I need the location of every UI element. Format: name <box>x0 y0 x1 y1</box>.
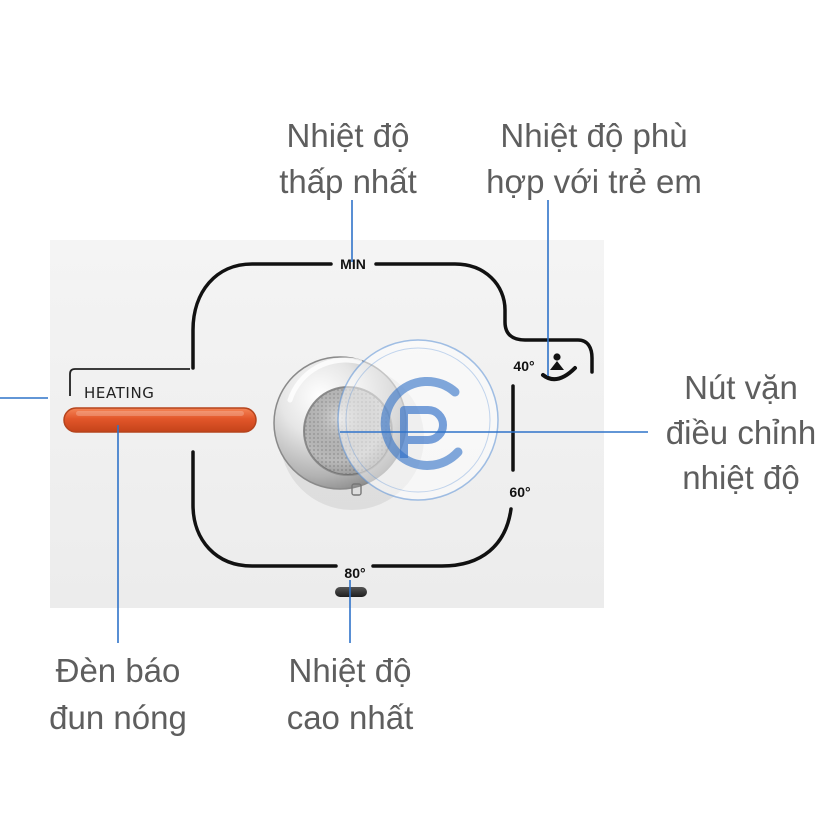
label-heating-light-line-2: đun nóng <box>49 699 187 736</box>
temperature-dial-outline <box>191 262 594 568</box>
min-mark: MIN <box>340 256 366 272</box>
max-position-marker <box>335 587 367 597</box>
label-knob: Nút vặn điều chỉnh nhiệt độ <box>666 369 816 496</box>
label-min-temp: Nhiệt độ thấp nhất <box>279 117 417 200</box>
label-heating-light-line-1: Đèn báo <box>56 652 181 689</box>
label-max-temp-line-2: cao nhất <box>287 699 414 736</box>
label-min-temp-line-1: Nhiệt độ <box>287 117 410 154</box>
label-child-temp: Nhiệt độ phù hợp với trẻ em <box>486 117 702 200</box>
mark-80: 80° <box>344 565 365 581</box>
label-max-temp: Nhiệt độ cao nhất <box>287 652 414 736</box>
mark-60: 60° <box>509 484 530 500</box>
label-min-temp-line-2: thấp nhất <box>279 163 417 200</box>
mark-40: 40° <box>513 358 534 374</box>
label-child-temp-line-2: hợp với trẻ em <box>486 163 702 200</box>
label-knob-line-1: Nút vặn <box>684 369 798 406</box>
label-child-temp-line-1: Nhiệt độ phù <box>500 117 687 154</box>
label-knob-line-3: nhiệt độ <box>682 459 799 496</box>
knob-indicator-icon <box>351 483 362 496</box>
watermark-logo <box>337 339 499 501</box>
label-knob-line-2: điều chỉnh <box>666 414 816 451</box>
label-heating-light: Đèn báo đun nóng <box>49 652 187 736</box>
child-hand-icon <box>541 353 577 382</box>
heating-bracket <box>69 368 190 396</box>
heating-light-highlight <box>76 411 244 416</box>
heating-label: HEATING <box>84 384 154 402</box>
heating-indicator-light <box>63 407 257 433</box>
label-max-temp-line-1: Nhiệt độ <box>289 652 412 689</box>
